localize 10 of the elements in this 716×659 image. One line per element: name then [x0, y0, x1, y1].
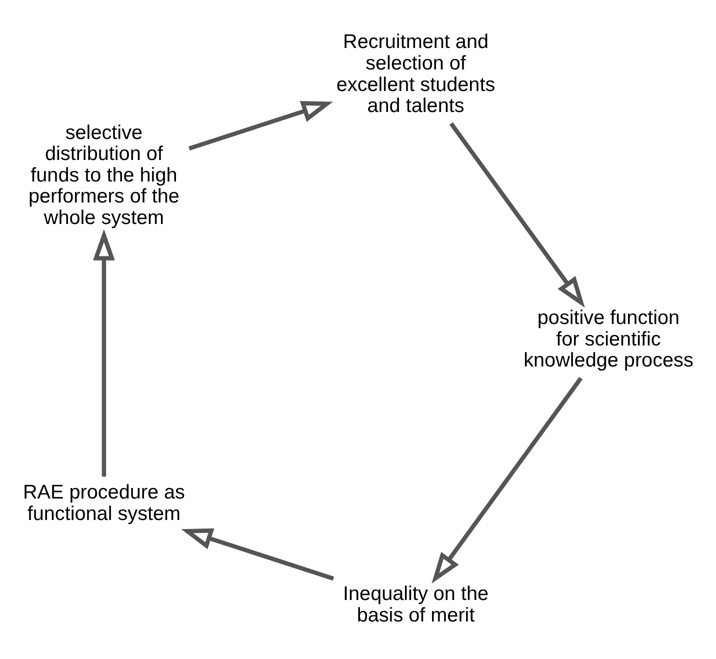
node-text: RAE procedure as functional system — [22, 482, 185, 525]
arrow — [93, 229, 115, 477]
arrow — [449, 122, 585, 308]
node-text: Recruitment and selection of excellent students and talents — [336, 31, 496, 118]
node-text: Inequality on the basis of merit — [343, 583, 489, 626]
arrow — [188, 101, 333, 151]
arrow — [432, 376, 583, 584]
node-text: selective distribution of funds to the high performers of the whole system — [28, 122, 180, 229]
node-text: positive function for scientific knowledge process — [524, 307, 694, 372]
arrow — [181, 528, 334, 581]
